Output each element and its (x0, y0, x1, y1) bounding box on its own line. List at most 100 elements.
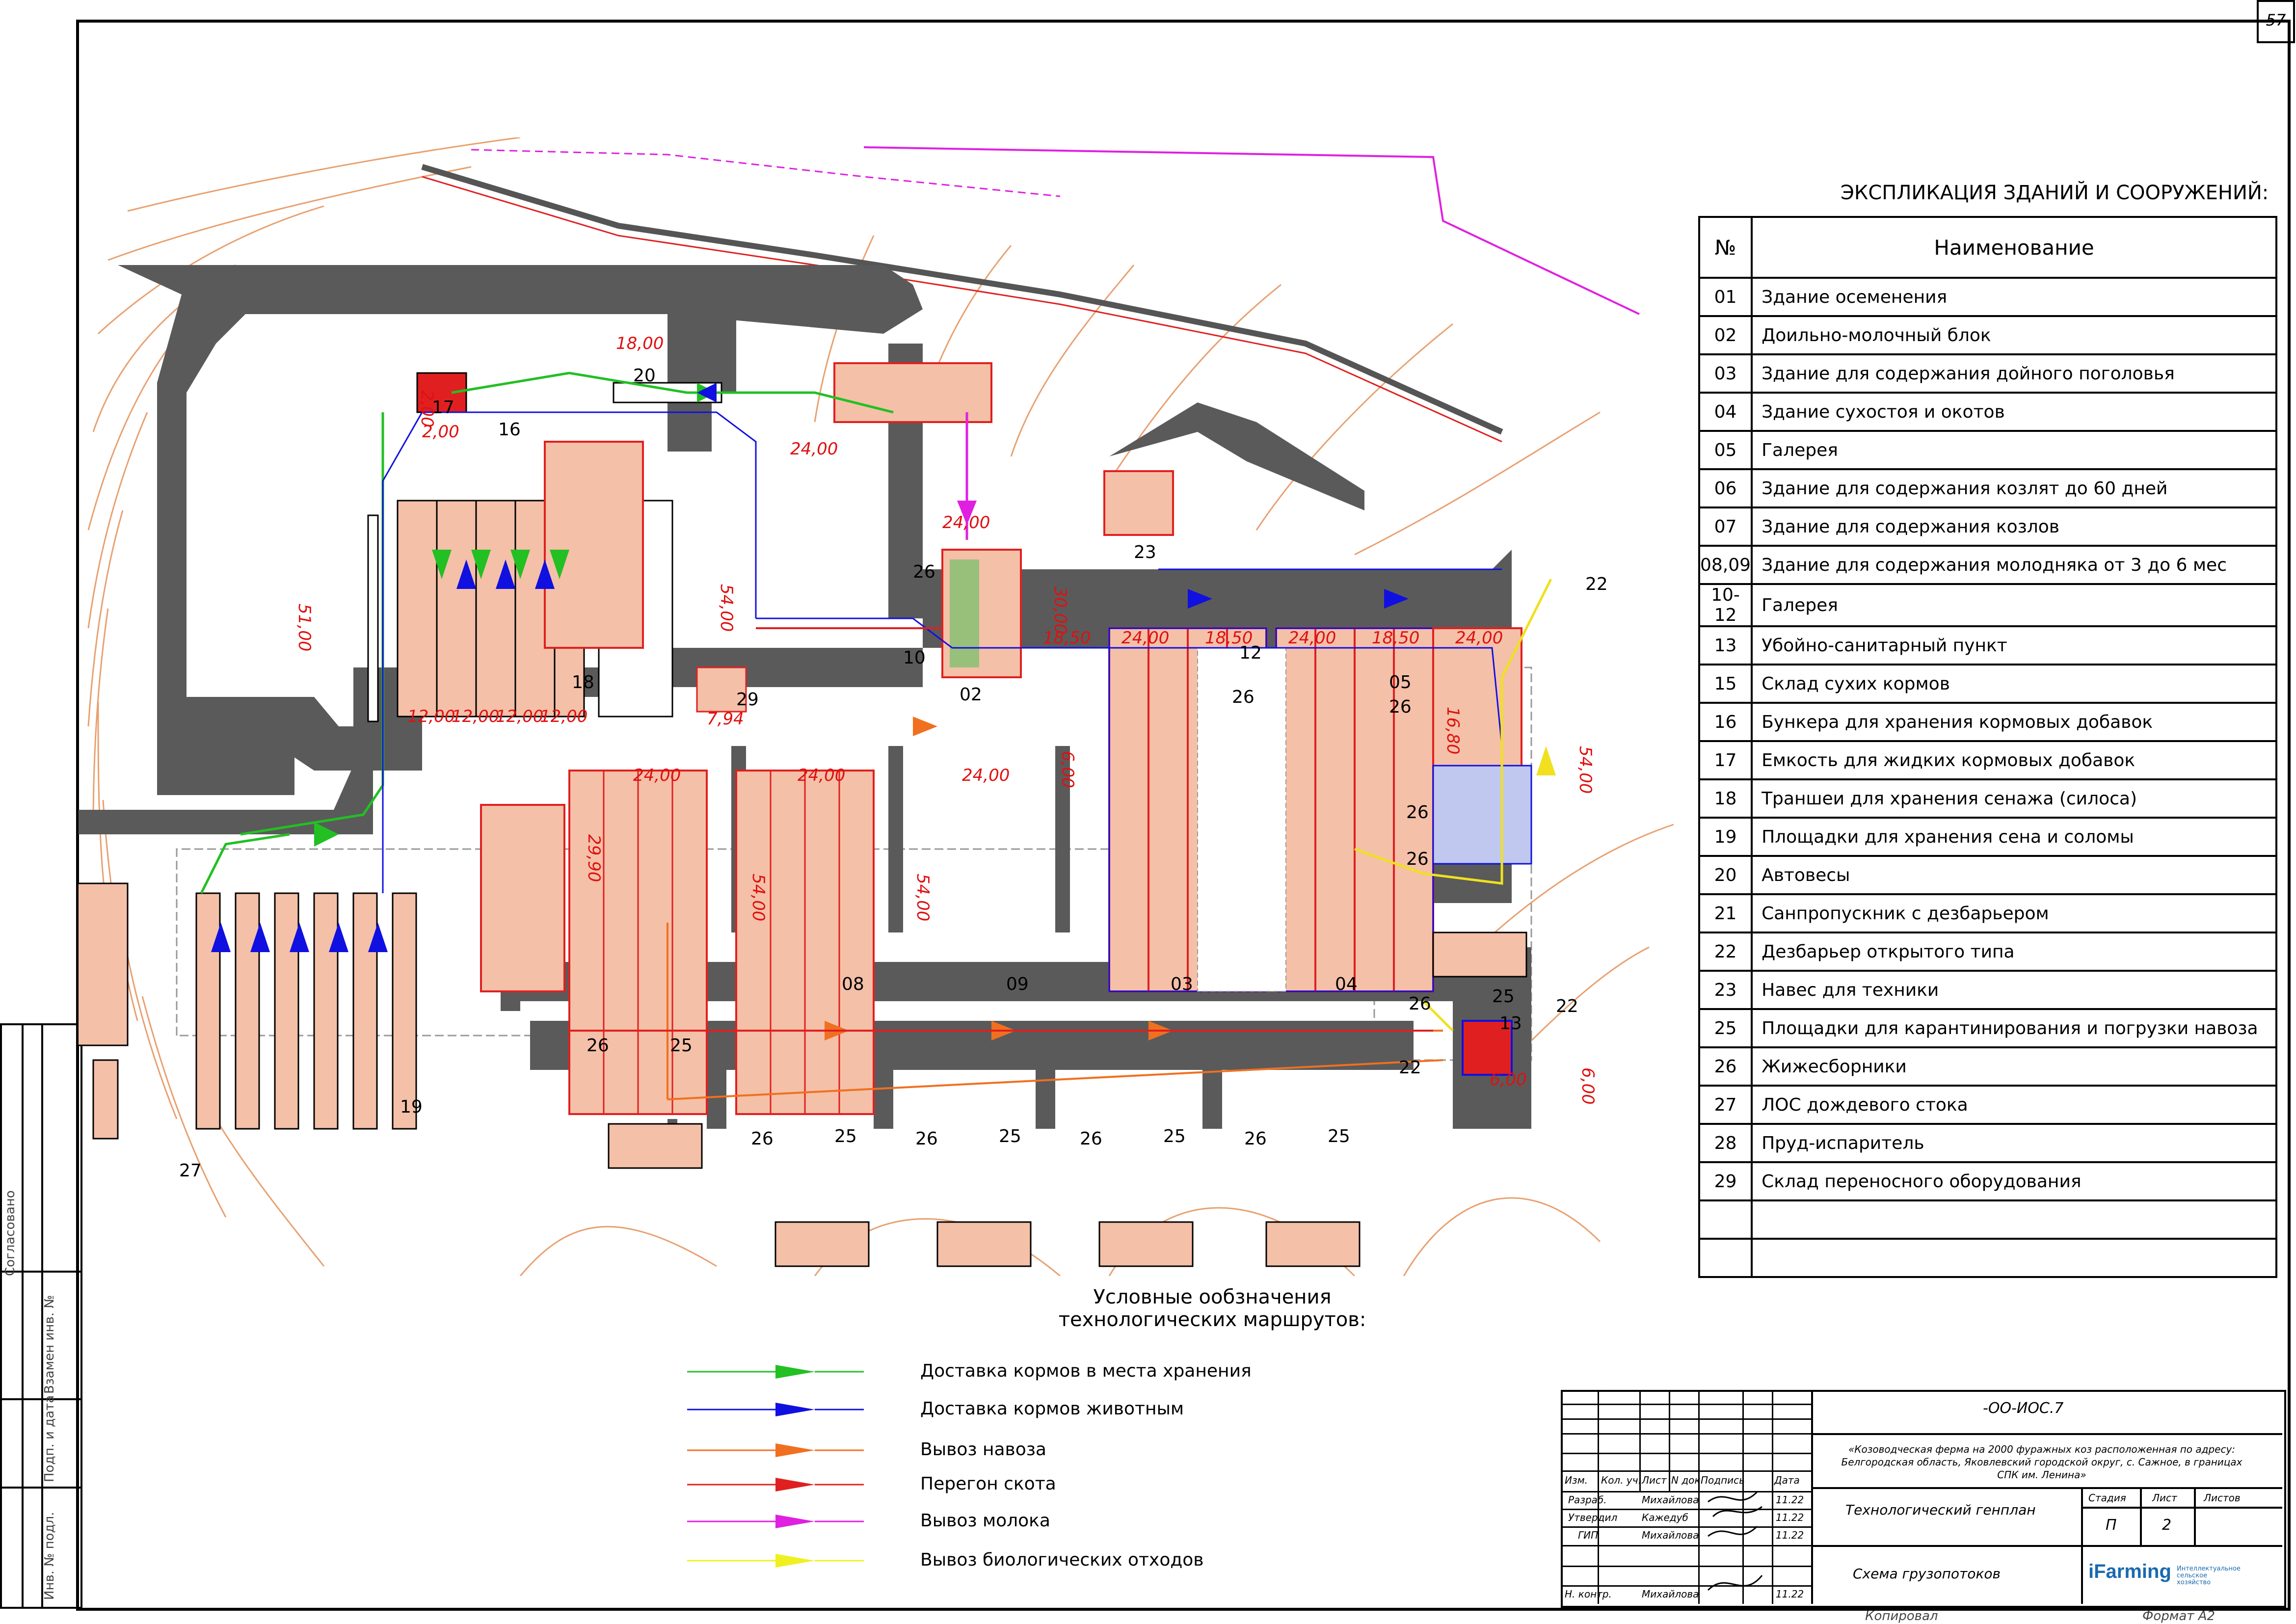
legend-item (687, 1400, 864, 1419)
plan-label-22b: 22 (1556, 996, 1578, 1016)
drawing-frame (76, 20, 2291, 1611)
explication-row-name: Здание для содержания козлов (1751, 506, 2277, 547)
plan-label-25b: 25 (834, 1126, 857, 1146)
explication-row-num: 05 (1698, 430, 1753, 470)
legend-item-label: Вывоз молока (920, 1511, 1050, 1531)
dim-label: 2,00 (422, 422, 459, 442)
explication-row-name: Здание для содержания дойного поголовья (1751, 353, 2277, 394)
legend-item (687, 1512, 864, 1531)
explication-row-name: Дезбарьер открытого типа (1751, 932, 2277, 972)
stamp-date-utv: 11.22 (1776, 1512, 1804, 1523)
explication-row-num: 08,09 (1698, 545, 1753, 585)
dim-label: 6,00 (1058, 751, 1077, 788)
explication-row-num: 03 (1698, 353, 1753, 394)
explication-row-name: Санпропускник с дезбарьером (1751, 893, 2277, 933)
open-yard-26 (1197, 647, 1286, 992)
explication-row-name: Площадки для хранения сена и соломы (1751, 817, 2277, 857)
dim-label: 18,50 (1372, 628, 1420, 648)
route-yellow (1354, 578, 1552, 1032)
plan-label-18: 18 (572, 672, 594, 692)
stamp-stage-label: Стадия (2088, 1492, 2126, 1504)
dim-label: 24,00 (790, 439, 838, 459)
explication-col-name: Наименование (1751, 216, 2277, 279)
plan-label-16: 16 (498, 420, 521, 440)
explication-row-name: Доильно-молочный блок (1751, 315, 2277, 355)
dim-label: 51,00 (294, 604, 314, 652)
plan-label-25c: 25 (999, 1126, 1021, 1146)
explication-row-name: Емкость для жидких кормовых добавок (1751, 740, 2277, 780)
explication-row-name: Галерея (1751, 430, 2277, 470)
dim-label: 29,90 (584, 834, 604, 882)
explication-row-name: Здание для содержания молодняка от 3 до … (1751, 545, 2277, 585)
plan-label-09: 09 (1006, 974, 1029, 994)
dim-label: 18,00 (616, 334, 664, 353)
dim-label: 12,00 (407, 707, 455, 726)
title-block (1561, 1390, 2286, 1608)
route-red (569, 627, 1433, 1032)
plan-label-29: 29 (736, 690, 759, 710)
explication-row-num: 25 (1698, 1008, 1753, 1048)
dim-label: 24,00 (962, 766, 1010, 785)
explication-row-num: 26 (1698, 1046, 1753, 1087)
explication-row-num: 01 (1698, 277, 1753, 317)
plan-label-26e: 26 (1244, 1129, 1267, 1149)
plan-label-22a: 22 (1585, 574, 1608, 594)
manure-pads-25 (608, 932, 1527, 1267)
side-inv-orig-label: Инв. № подл. (42, 1512, 57, 1600)
stamp-name-gip: Михайлова (1642, 1529, 1699, 1541)
dim-label: 18,50 (1043, 628, 1091, 648)
legend-arrow-icon (687, 1443, 864, 1457)
plan-label-26d: 26 (1080, 1129, 1102, 1149)
explication-row-num: 21 (1698, 893, 1753, 933)
site-plan (79, 137, 1674, 1276)
explication-title: ЭКСПЛИКАЦИЯ ЗДАНИЙ И СООРУЖЕНИЙ: (1841, 182, 2269, 204)
legend-item-label: Доставка кормов животным (920, 1399, 1184, 1419)
dry-feed-storage-15 (833, 362, 992, 423)
side-sign-date-label: Подп. и дата (42, 1395, 57, 1482)
explication-row-num: 17 (1698, 740, 1753, 780)
company-logo-text: iFarming (2088, 1561, 2171, 1582)
stamp-sheets-label: Листов (2204, 1492, 2241, 1504)
stamp-header-list: Лист (1642, 1474, 1667, 1486)
los-27 (79, 882, 129, 1046)
explication-row-num: 19 (1698, 817, 1753, 857)
plan-label-25e: 25 (1328, 1126, 1350, 1146)
legend-item (687, 1440, 864, 1460)
legend-item (687, 1475, 864, 1494)
legend-arrow-icon (687, 1554, 864, 1568)
explication-row-num: 04 (1698, 392, 1753, 432)
dim-label: 30,00 (1050, 586, 1070, 635)
dim-label: 16,80 (1443, 707, 1463, 755)
explication-row-name: Здание сухостоя и окотов (1751, 392, 2277, 432)
explication-row-name: Убойно-санитарный пункт (1751, 625, 2277, 666)
explication-row-name: Склад сухих кормов (1751, 664, 2277, 704)
explication-row-num: 18 (1698, 778, 1753, 819)
legend-arrow-icon (687, 1365, 864, 1379)
sheet-number-box: 57 (2257, 0, 2295, 43)
dim-label: 54,00 (913, 874, 933, 922)
explication-row-num: 06 (1698, 468, 1753, 508)
stamp-stage: П (2106, 1517, 2117, 1534)
stamp-date-razrab: 11.22 (1776, 1494, 1804, 1506)
plan-label-26c: 26 (915, 1129, 938, 1149)
stamp-sheet: 2 (2162, 1517, 2172, 1534)
stamp-date-gip: 11.22 (1776, 1529, 1804, 1541)
plan-label-20: 20 (633, 366, 656, 386)
explication-row-num: 27 (1698, 1085, 1753, 1125)
barn-06 (544, 441, 644, 649)
legend-item-label: Перегон скота (920, 1474, 1056, 1494)
dim-label: 18,50 (1205, 628, 1253, 648)
stamp-code: -ОО-ИОС.7 (1983, 1400, 2064, 1417)
format-label: Формат А2 (2142, 1609, 2216, 1624)
slaughter-13 (1462, 1020, 1513, 1076)
